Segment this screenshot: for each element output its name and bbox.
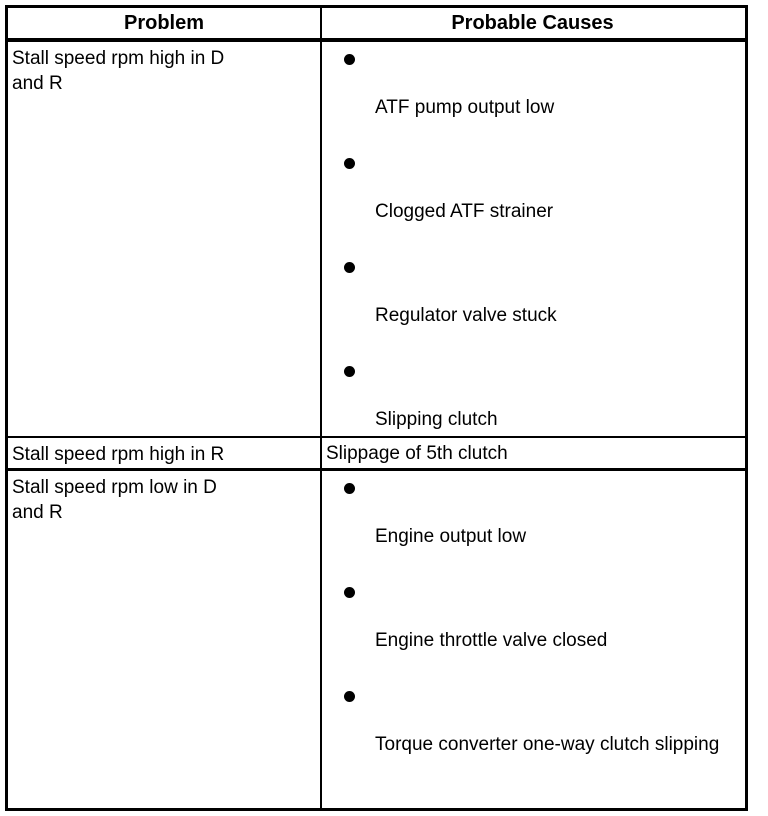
cause-label: Slipping clutch — [375, 409, 498, 430]
troubleshooting-table: Problem Probable Causes Stall speed rpm … — [5, 5, 748, 811]
cause-label: Engine throttle valve closed — [375, 630, 608, 651]
causes-cell: ATF pump output low Clogged ATF strainer… — [320, 42, 745, 436]
list-item: Torque converter one-way clutch slipping — [320, 679, 745, 783]
cause-list: ATF pump output low Clogged ATF strainer… — [320, 42, 745, 436]
cause-list: Engine output low Engine throttle valve … — [320, 471, 745, 802]
list-item: ATF pump output low — [320, 42, 745, 146]
cause-label: Engine output low — [375, 526, 527, 547]
problem-label: Stall speed rpm low in D and R — [12, 477, 217, 523]
column-divider — [320, 8, 322, 808]
list-item: Slipping clutch — [320, 354, 745, 436]
problem-cell: Stall speed rpm high in R — [8, 438, 320, 468]
problem-label: Stall speed rpm high in R — [12, 444, 225, 465]
header-label-problem: Problem — [123, 12, 205, 34]
header-cell-problem: Problem — [8, 8, 320, 38]
bullet-icon — [344, 54, 355, 65]
bullet-icon — [344, 587, 355, 598]
bullet-icon — [344, 262, 355, 273]
list-item: Regulator valve stuck — [320, 250, 745, 354]
table-row: Stall speed rpm low in D and R Engine ou… — [8, 471, 745, 802]
header-label-probable-causes: Probable Causes — [451, 12, 614, 34]
problem-cell: Stall speed rpm low in D and R — [8, 471, 320, 802]
cause-label: Clogged ATF strainer — [375, 201, 554, 222]
cause-label: Slippage of 5th clutch — [326, 443, 508, 464]
table-row: Stall speed rpm high in R Slippage of 5t… — [8, 438, 745, 471]
cause-label: Torque converter one-way clutch slipping — [375, 734, 720, 755]
table-header-row: Problem Probable Causes — [8, 8, 745, 42]
list-item: Clogged ATF strainer — [320, 146, 745, 250]
table-body: Problem Probable Causes Stall speed rpm … — [8, 8, 745, 808]
list-item: Engine output low — [320, 471, 745, 575]
causes-cell: Slippage of 5th clutch — [320, 438, 745, 468]
causes-cell: Engine output low Engine throttle valve … — [320, 471, 745, 802]
problem-label: Stall speed rpm high in D and R — [12, 48, 225, 94]
table-row: Stall speed rpm high in D and R ATF pump… — [8, 42, 745, 438]
problem-cell: Stall speed rpm high in D and R — [8, 42, 320, 436]
cause-label: Regulator valve stuck — [375, 305, 557, 326]
bullet-icon — [344, 483, 355, 494]
cause-label: ATF pump output low — [375, 97, 555, 118]
bullet-icon — [344, 366, 355, 377]
list-item: Engine throttle valve closed — [320, 575, 745, 679]
header-cell-probable-causes: Probable Causes — [320, 8, 745, 38]
bullet-icon — [344, 158, 355, 169]
bullet-icon — [344, 691, 355, 702]
